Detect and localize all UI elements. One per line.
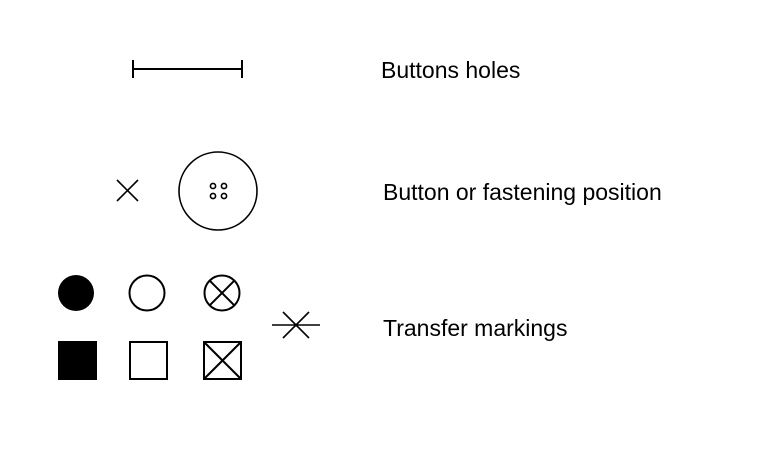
filled-circle-icon — [58, 275, 94, 311]
buttons-holes-label: Buttons holes — [381, 57, 520, 83]
buttonhole-bar-icon — [132, 60, 243, 78]
four-hole-button-icon — [178, 151, 258, 231]
button-position-label: Button or fastening position — [383, 179, 662, 205]
crossed-square-icon — [203, 341, 242, 380]
filled-square-icon — [58, 341, 97, 380]
cross-mark-icon — [116, 179, 139, 202]
open-circle-icon — [128, 274, 166, 312]
transfer-markings-label: Transfer markings — [383, 315, 567, 341]
asterisk-mark-icon — [272, 311, 320, 339]
open-square-icon — [129, 341, 168, 380]
crossed-circle-icon — [203, 274, 241, 312]
